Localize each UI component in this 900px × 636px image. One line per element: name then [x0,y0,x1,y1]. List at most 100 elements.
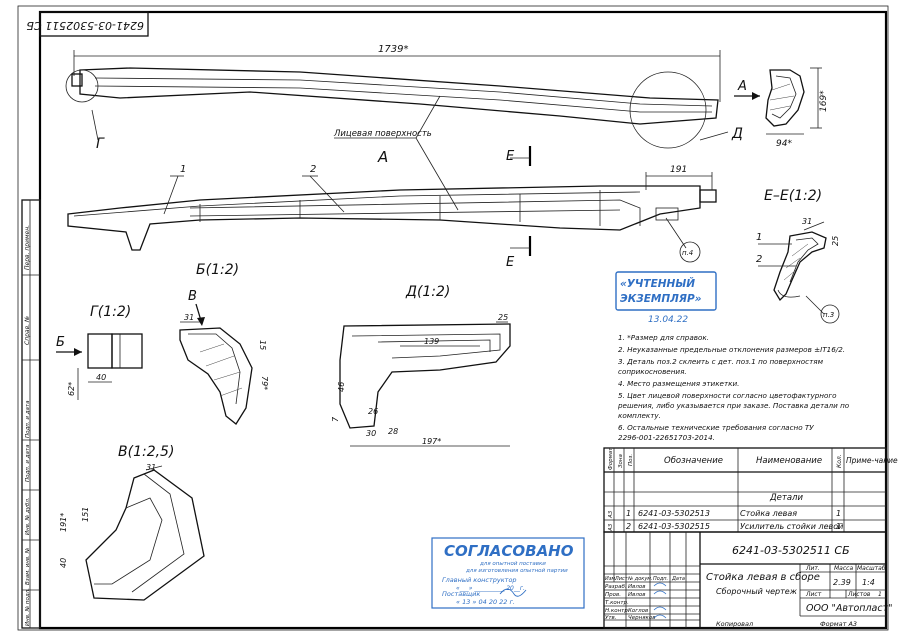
spec-row2-format: А3 [608,523,614,532]
tb-role-razrab: Разраб. [605,584,627,590]
doc-code-box [39,11,149,37]
approval-stamp: СОГЛАСОВАНО для опытной поставки для изг… [431,537,585,609]
tb-role-prov: Пров. [605,592,621,598]
arrow-a-label: А [737,79,747,94]
tb-role-tkontr: Т.контр. [605,600,629,606]
note-line-4: 4. Место размещения этикетки. [618,379,739,388]
spec-header-format: Формат [608,447,614,470]
note-line-1: 1. *Размер для справок. [618,333,709,342]
spec-row1-qty: 1 [836,509,841,518]
arrow-b-label: Б [56,335,65,350]
note-p4-circle [679,241,701,263]
pos2-label: 2 [310,164,316,175]
tb-copied: Копировал [716,620,753,628]
spec-header-pos: Поз. [628,454,634,466]
tb-rows-sign: Подп. [653,576,668,582]
face-surface-label: Лицевая поверхность [333,129,432,139]
section-d: Д(1:2) 25 139 46 7 26 30 28 197* [331,284,511,447]
strip-label-3: Инв. № дубл. [25,497,31,535]
strip-label-1: Справ. № [24,316,31,345]
technical-notes: 1. *Размер для справок. 2. Неуказанные п… [617,333,851,442]
spec-section-title: Детали [769,493,803,503]
outer-frame [17,5,889,631]
section-d-title: Д(1:2) [405,284,450,300]
ee-pos1: 1 [756,232,762,243]
title-block: Изм. Лист № докум. Подп. Дата Разраб. Пр… [603,531,893,629]
spec-row1-name: Стойка левая [740,509,797,518]
dim-a-height: 169* [819,90,829,112]
note-line-5-c: комплекту. [618,411,661,420]
dim-g-62: 62* [67,382,76,396]
spec-row1-format: А3 [608,510,614,519]
note-line-3-b: соприкосновения. [618,367,687,376]
dim-ee-25: 25 [831,236,840,246]
top-view-part: 1739* Г Д Лицевая поверхность [65,44,743,211]
approval-sub2: для изготовления опытной партии [465,568,568,574]
view-a: А 169* 94* [734,67,829,149]
tb-name-line1: Стойка левая в сборе [706,571,820,583]
tb-scale-header: Масштаб [857,565,886,572]
ee-pos2: 2 [756,254,762,265]
approval-line2: Поставщик [442,590,480,598]
note-p3-circle [820,304,840,324]
dim-d-139: 139 [424,337,439,346]
section-v: В(1:2,5) 31 151 191* 40 [59,444,205,601]
dim-v-40: 40 [59,558,68,568]
strip-label-0: Перв. примен. [24,225,31,270]
approval-line2b: « 13 » 04 20 22 г. [456,598,515,606]
approval-line1b: «___» __________ 20__г. [456,585,525,592]
dim-d-197: 197* [422,437,441,446]
side-strip: Перв. примен. Справ. № Подп. и дата Инв.… [21,199,41,629]
tb-rows-doc: № докум. [627,576,653,582]
approval-title: СОГЛАСОВАНО [444,542,574,560]
note-line-5: 5. Цвет лицевой поверхности согласно цве… [617,391,851,420]
spec-header-zone: Зона [618,454,624,468]
strip-label-4: Взам. инв. № [25,547,31,585]
tb-signatures [653,582,667,619]
spec-header-designation: Обозначение [664,456,723,466]
note-p3: п.3 [823,311,834,319]
dim-d-46: 46 [337,382,346,392]
dim-b-79: 79* [260,376,269,390]
tb-name-prov: Ивлов [628,592,645,598]
cut-e-bottom: Е [506,255,515,270]
note-line-3: 3. Деталь поз.2 склеить с дет. поз.1 по … [618,357,825,376]
main-assembly-view: 191 1 2 п.4 Е Е [67,146,717,270]
cut-e-top: Е [506,149,515,164]
counted-copy-stamp: «УЧТЕННЫЙ ЭКЗЕМПЛЯР» 13.04.22 [615,271,717,325]
section-ee-title: Е–Е(1:2) [764,188,822,204]
tb-mass-header: Масса [834,565,853,572]
inner-frame [38,10,888,630]
section-b: Б(1:2) В 31 15 79* [179,262,269,425]
tb-name-razrab: Ивлов [628,584,645,590]
section-g: Г(1:2) Б 40 62* [56,304,143,400]
note-line-3-a: 3. Деталь поз.2 склеить с дет. поз.1 по … [618,357,824,366]
detail-circle-g [65,69,99,103]
tb-format: Формат А3 [820,620,857,628]
spec-header-name: Наименование [756,456,822,466]
dim-width-191: 191 [670,165,687,175]
dim-overall-length: 1739* [378,44,408,55]
dim-v-191: 191* [59,513,68,532]
dim-ee-31: 31 [802,217,812,226]
dim-a-width: 94* [776,139,792,149]
stamp-counted-line2: ЭКЗЕМПЛЯР» [620,293,702,305]
arrow-v-label: В [188,289,197,304]
section-v-title: В(1:2,5) [118,444,174,460]
strip-label-6: Инв. № подл. [25,588,31,626]
tb-org: ООО "Автопласт" [806,603,893,614]
tb-name-utv: Черняков [628,615,655,621]
tb-name-nkontr: Коглов [628,608,648,614]
strip-label-5: Подп. и дата [25,400,31,438]
note-line-6: 6. Остальные технические требования согл… [618,423,816,442]
view-g-marker: Г [96,136,105,152]
dim-b-15: 15 [258,340,267,350]
tb-role-nkontr: Н.контр. [605,608,630,614]
note-line-5-a: 5. Цвет лицевой поверхности согласно цве… [618,391,837,400]
spec-table: Формат Зона Поз. Обозначение Наименовани… [603,447,898,533]
note-line-2: 2. Неуказанные предельные отклонения раз… [618,345,845,354]
note-line-6-b: 2296-001-22651703-2014. [618,433,715,442]
spec-row2-pos: 2 [626,522,631,531]
strip-label-2: Подп. и дата [25,444,31,482]
spec-row2-designation: 6241-03-5302515 [638,522,710,531]
